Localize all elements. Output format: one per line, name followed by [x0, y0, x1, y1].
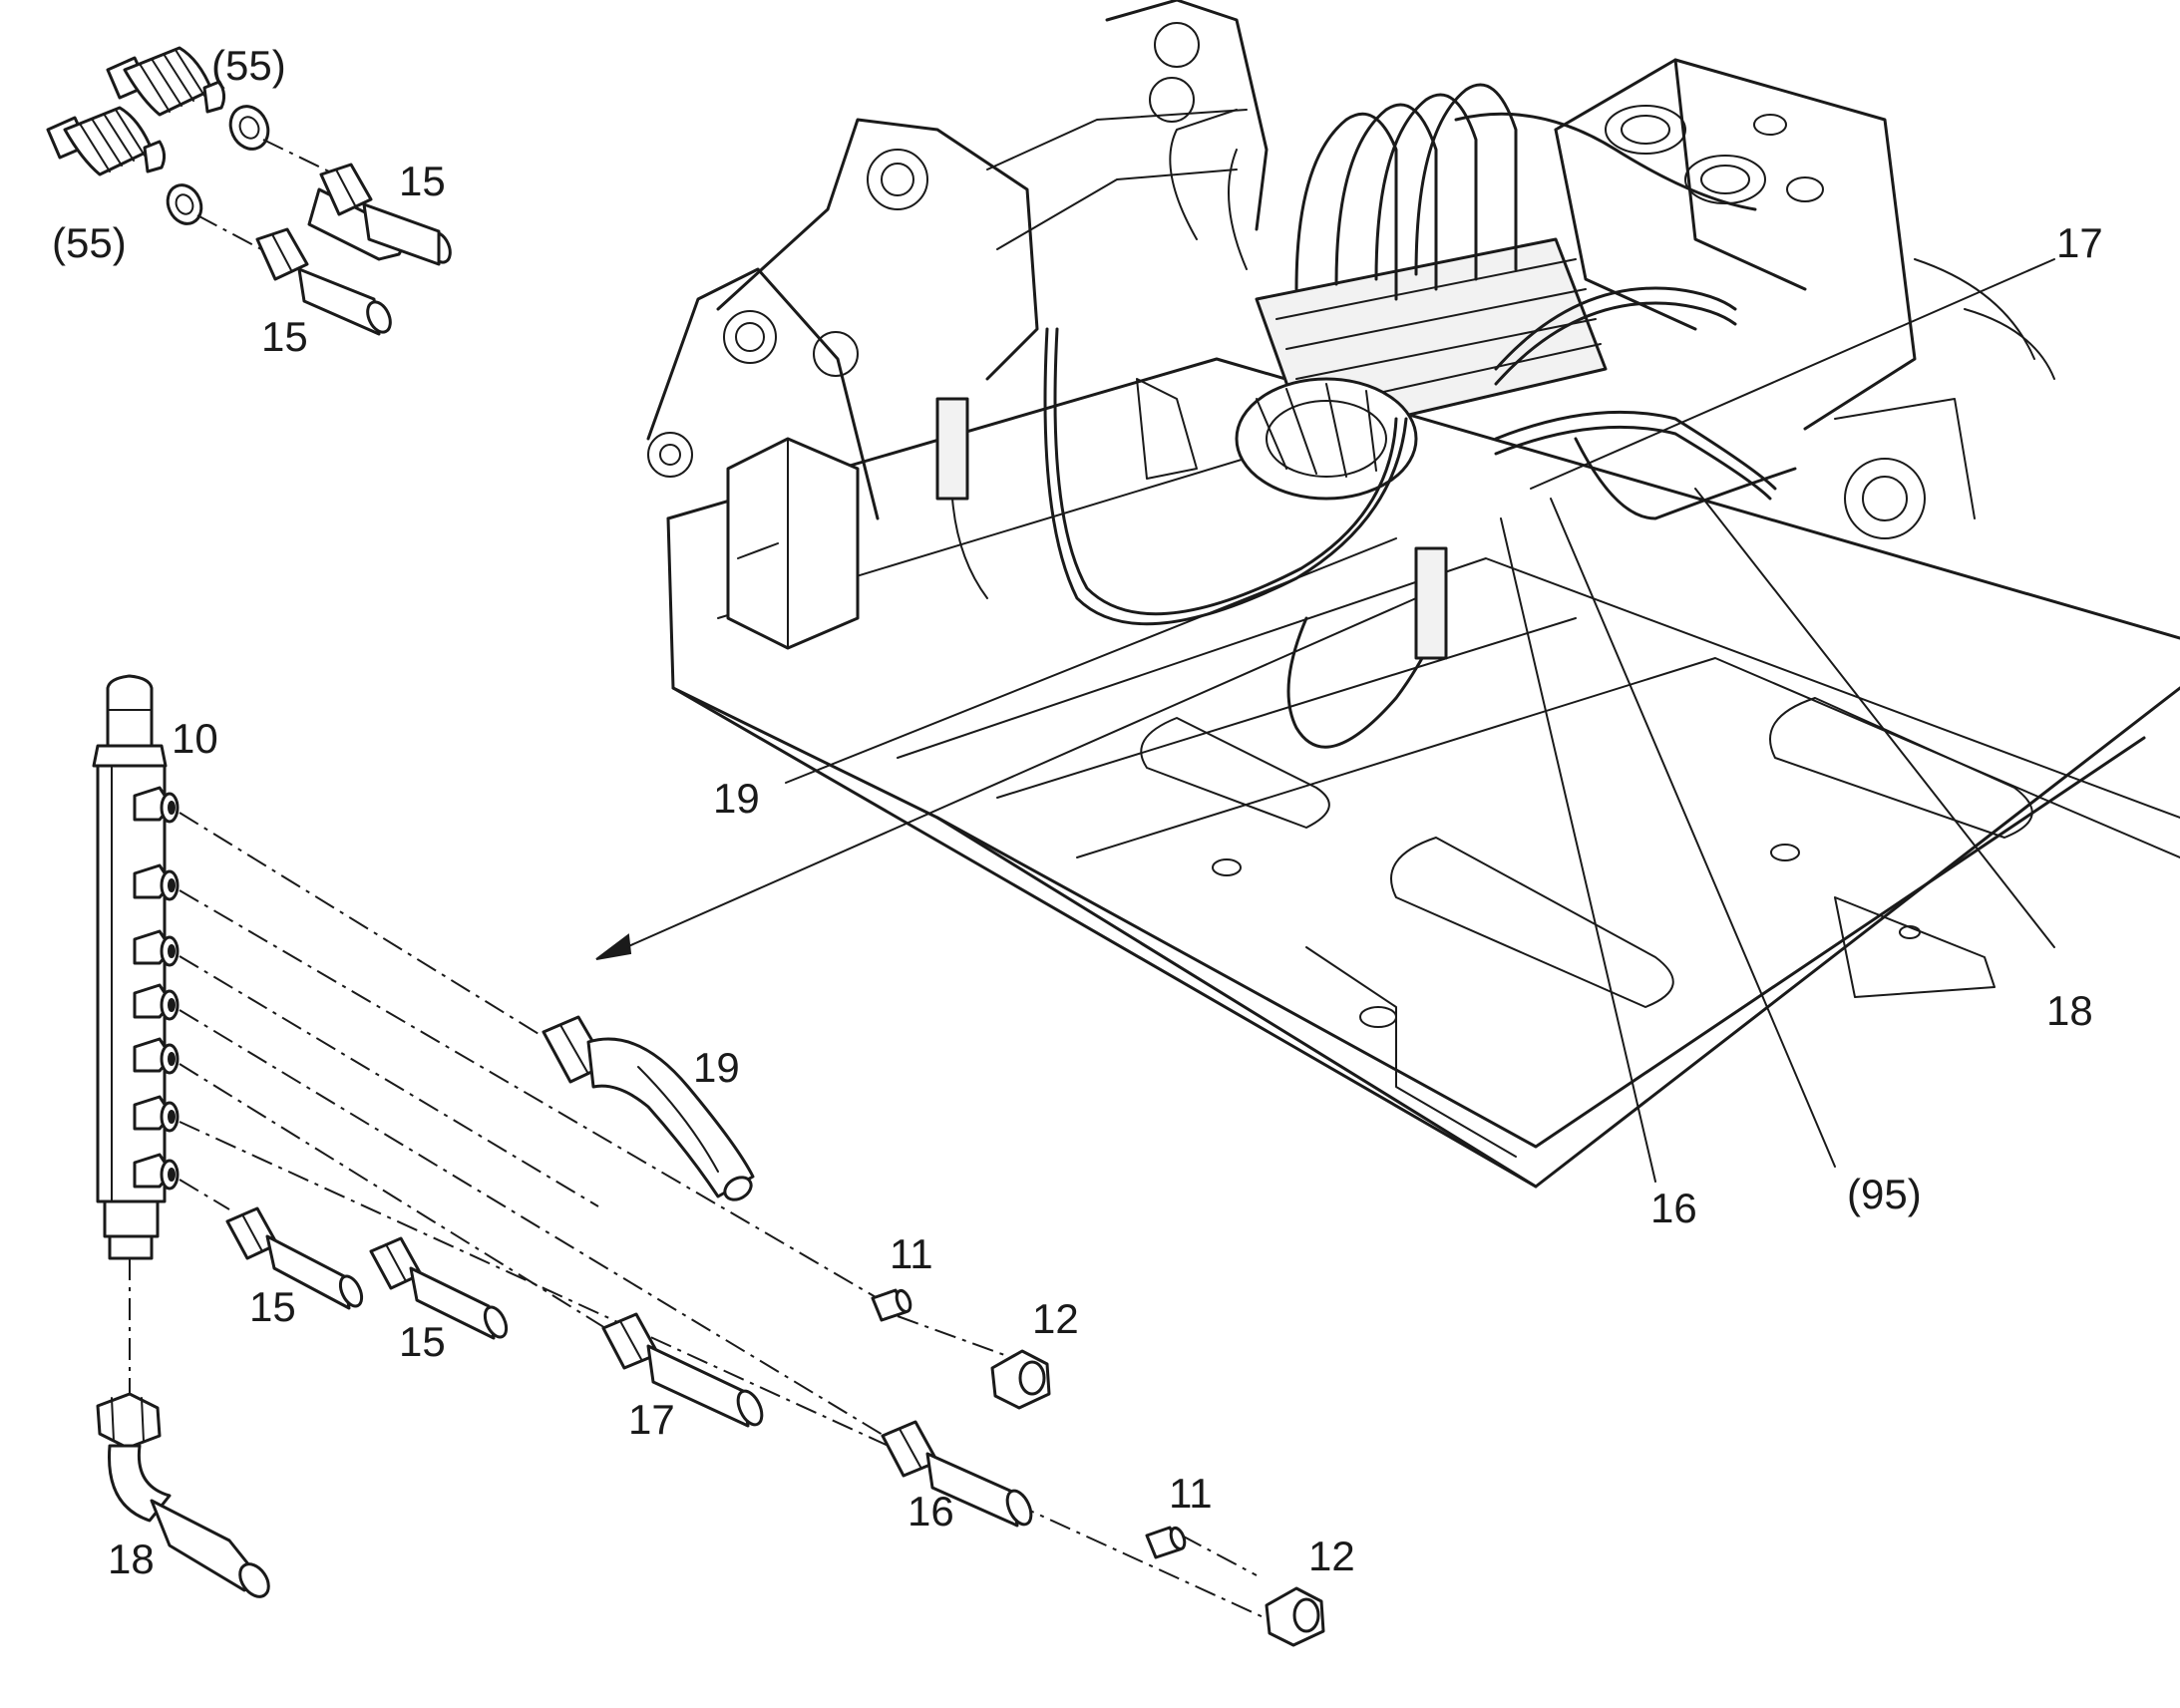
hydraulic-tank: [1554, 58, 1917, 431]
callout-15-top-left: 15: [261, 313, 308, 360]
callout-16-hose: 16: [908, 1488, 954, 1535]
frame-inner-edge: [935, 736, 2146, 1149]
adapter-fitting-upper: [106, 46, 226, 117]
boom-bracket-right: [1105, 0, 1269, 231]
callout-15-top-right: 15: [399, 158, 446, 204]
callout-15-lower-b: 15: [399, 1318, 446, 1365]
callout-12-upper: 12: [1032, 1295, 1079, 1342]
boom-bracket-left: [716, 118, 1039, 381]
callout-15-lower-a: 15: [249, 1283, 296, 1330]
callout-11-upper: 11: [890, 1230, 933, 1277]
manifold-body: [96, 764, 167, 1203]
callout-18-hose: 18: [108, 1536, 155, 1582]
lock-nut-upper: [228, 105, 270, 151]
hose-16-end: [881, 1420, 1033, 1528]
callout-18-machine: 18: [2046, 987, 2093, 1034]
callout-labels: (55) (55) 15 15 17 19 18 16 (95) 10 19 1…: [52, 42, 2103, 1582]
lock-nut-lower: [166, 183, 203, 225]
manifold-block-10: [92, 674, 180, 1260]
manifold-installed: [1414, 546, 1448, 660]
callout-19-hose: 19: [693, 1044, 740, 1091]
callout-16-machine: 16: [1650, 1185, 1697, 1231]
machine-leader-lines: [595, 258, 2055, 1183]
frame-outline-bottom: [666, 516, 2180, 1189]
plug-11-upper: [871, 1288, 912, 1322]
callout-17-hose: 17: [628, 1396, 675, 1443]
manifold-bottom-fitting: [108, 1234, 154, 1260]
manifold-top-fitting: [106, 674, 154, 750]
alignment-lines: [129, 812, 1277, 1624]
leader-19-machine: [785, 537, 1397, 784]
callout-19-machine: 19: [713, 775, 760, 822]
callout-11-lower: 11: [1169, 1470, 1213, 1517]
machine-frame-illustration: [646, 0, 2180, 1189]
callout-55-lower: (55): [52, 219, 127, 266]
cap-nut-12-upper: [990, 1349, 1051, 1410]
plug-11-lower: [1145, 1526, 1187, 1559]
callout-95-machine: (95): [1847, 1171, 1922, 1217]
leader-18-machine: [1694, 488, 2055, 948]
hose-15-lower-b: [369, 1236, 509, 1340]
detail-arrowhead: [595, 933, 632, 960]
manifold-ports: [133, 786, 180, 1191]
leader-17-machine: [1530, 258, 2055, 490]
hose-end-15-upper: [307, 163, 452, 266]
cap-nut-12-lower: [1265, 1586, 1325, 1647]
hose-loop-left: [1043, 327, 1408, 626]
leader-95-machine: [1550, 498, 1836, 1168]
fittings-group-55: [46, 46, 452, 336]
hose-18-elbow: [96, 1392, 270, 1598]
detail-arrow: [607, 597, 1417, 956]
swivel-joint: [1235, 377, 1418, 501]
hose-17-end: [601, 1312, 764, 1428]
frame-cutout: [1390, 837, 1674, 1008]
callout-55-upper: (55): [211, 42, 286, 89]
leader-16-machine: [1500, 517, 1656, 1183]
hose-15-lower-a: [225, 1206, 364, 1310]
adapter-fitting-lower: [46, 106, 167, 176]
hose-19-assembly: [542, 1015, 755, 1201]
hose-end-15-lower: [255, 227, 392, 336]
tank-left: [726, 437, 860, 650]
callout-10: 10: [172, 715, 218, 762]
callout-17-machine: 17: [2056, 219, 2103, 266]
callout-12-lower: 12: [1308, 1533, 1355, 1579]
